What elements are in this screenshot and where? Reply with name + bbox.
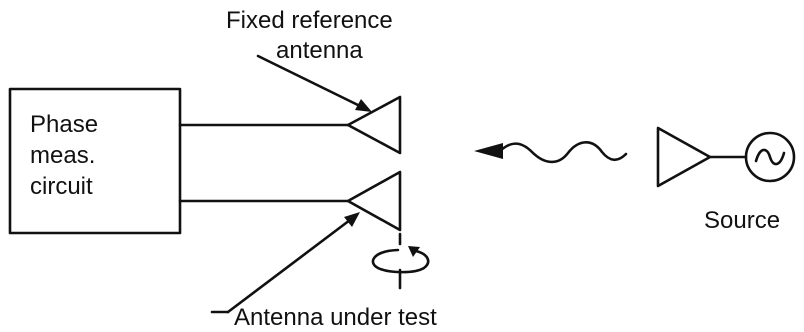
fixed-reference-leader — [256, 54, 364, 109]
source-antenna — [656, 126, 712, 188]
circuit-box — [8, 87, 182, 235]
antenna-under-test — [346, 170, 402, 232]
wave-line — [498, 141, 628, 164]
rotation-indicator — [371, 232, 430, 290]
circuit-label-line1: Phase — [30, 111, 98, 138]
antenna-under-test-leader-arrowhead — [344, 212, 360, 227]
source-label: Source — [704, 207, 780, 234]
source — [656, 126, 796, 188]
sine-wave-symbol — [754, 148, 786, 166]
antenna-under-test-label: Antenna under test — [234, 304, 437, 331]
circuit-label-line2: meas. — [30, 142, 95, 169]
fixed-reference-label-line1: Fixed reference — [226, 7, 393, 34]
fixed-reference-label-line2: antenna — [276, 37, 363, 64]
antenna-under-test-leader — [226, 218, 352, 314]
fixed-reference-antenna — [346, 95, 402, 155]
rotation-arrowhead — [408, 246, 420, 257]
sine-wave-generator-icon — [744, 131, 796, 183]
fixed-reference-leader-arrowhead — [355, 99, 372, 112]
wavy-arrow-icon — [474, 141, 628, 164]
circuit-label-line3: circuit — [30, 173, 93, 200]
rotation-arrow-icon — [371, 248, 430, 274]
phase-measurement-circuit: Phase meas. circuit — [8, 87, 182, 235]
wave-arrowhead — [474, 143, 503, 159]
